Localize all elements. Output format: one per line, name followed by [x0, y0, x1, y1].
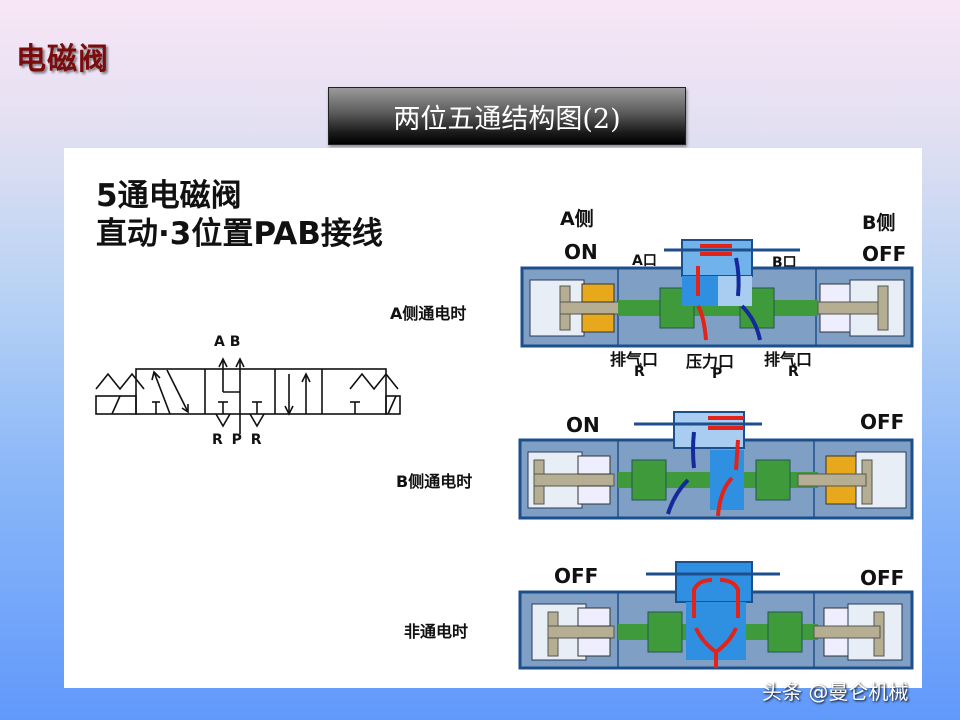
row2-right-state: OFF	[860, 410, 905, 434]
exhaust-left-label: 排气口	[610, 350, 659, 369]
row-label-b-energized: B侧通电时	[396, 472, 473, 491]
row1-right-state: OFF	[862, 242, 907, 266]
port-a-label: A口	[632, 253, 657, 269]
pressure-port-code: P	[712, 366, 723, 382]
valve-cross-section-icon	[518, 561, 914, 670]
valve-symbol-icon	[95, 357, 401, 434]
exhaust-right-label: 排气口	[764, 350, 813, 369]
row2-left-state: ON	[566, 413, 600, 437]
symbol-bottom-ports: R P R	[212, 432, 264, 448]
a-side-header: A侧	[560, 208, 594, 230]
row1-left-state: ON	[564, 240, 598, 264]
figure-heading-line1: 5通电磁阀	[96, 178, 242, 214]
valve-a-energized	[520, 236, 914, 350]
b-side-header: B侧	[862, 212, 896, 234]
row3-left-state: OFF	[554, 564, 599, 588]
figure-heading-line2: 直动·3位置PAB接线	[96, 216, 383, 252]
valve-de-energized	[518, 558, 914, 670]
subtitle-banner: 两位五通结构图(2)	[328, 87, 686, 145]
row-label-de-energized: 非通电时	[404, 622, 469, 641]
row-label-a-energized: A侧通电时	[390, 304, 467, 323]
exhaust-left-code: R	[634, 364, 645, 380]
valve-cross-section-icon	[520, 239, 914, 348]
pressure-port-label: 压力口	[686, 352, 735, 371]
subtitle-text: 两位五通结构图(2)	[393, 103, 621, 135]
exhaust-right-code: R	[788, 364, 799, 380]
figure-panel: 5通电磁阀 直动·3位置PAB接线	[64, 148, 922, 688]
symbol-top-ports: A B	[214, 334, 241, 350]
valve-b-energized	[518, 410, 914, 520]
row3-right-state: OFF	[860, 566, 905, 590]
watermark: 头条 @曼仑机械	[762, 680, 909, 704]
valve-symbol-diagram: A B R P R	[92, 334, 402, 454]
slide-title: 电磁阀	[16, 42, 109, 77]
valve-cross-section-icon	[518, 411, 914, 520]
